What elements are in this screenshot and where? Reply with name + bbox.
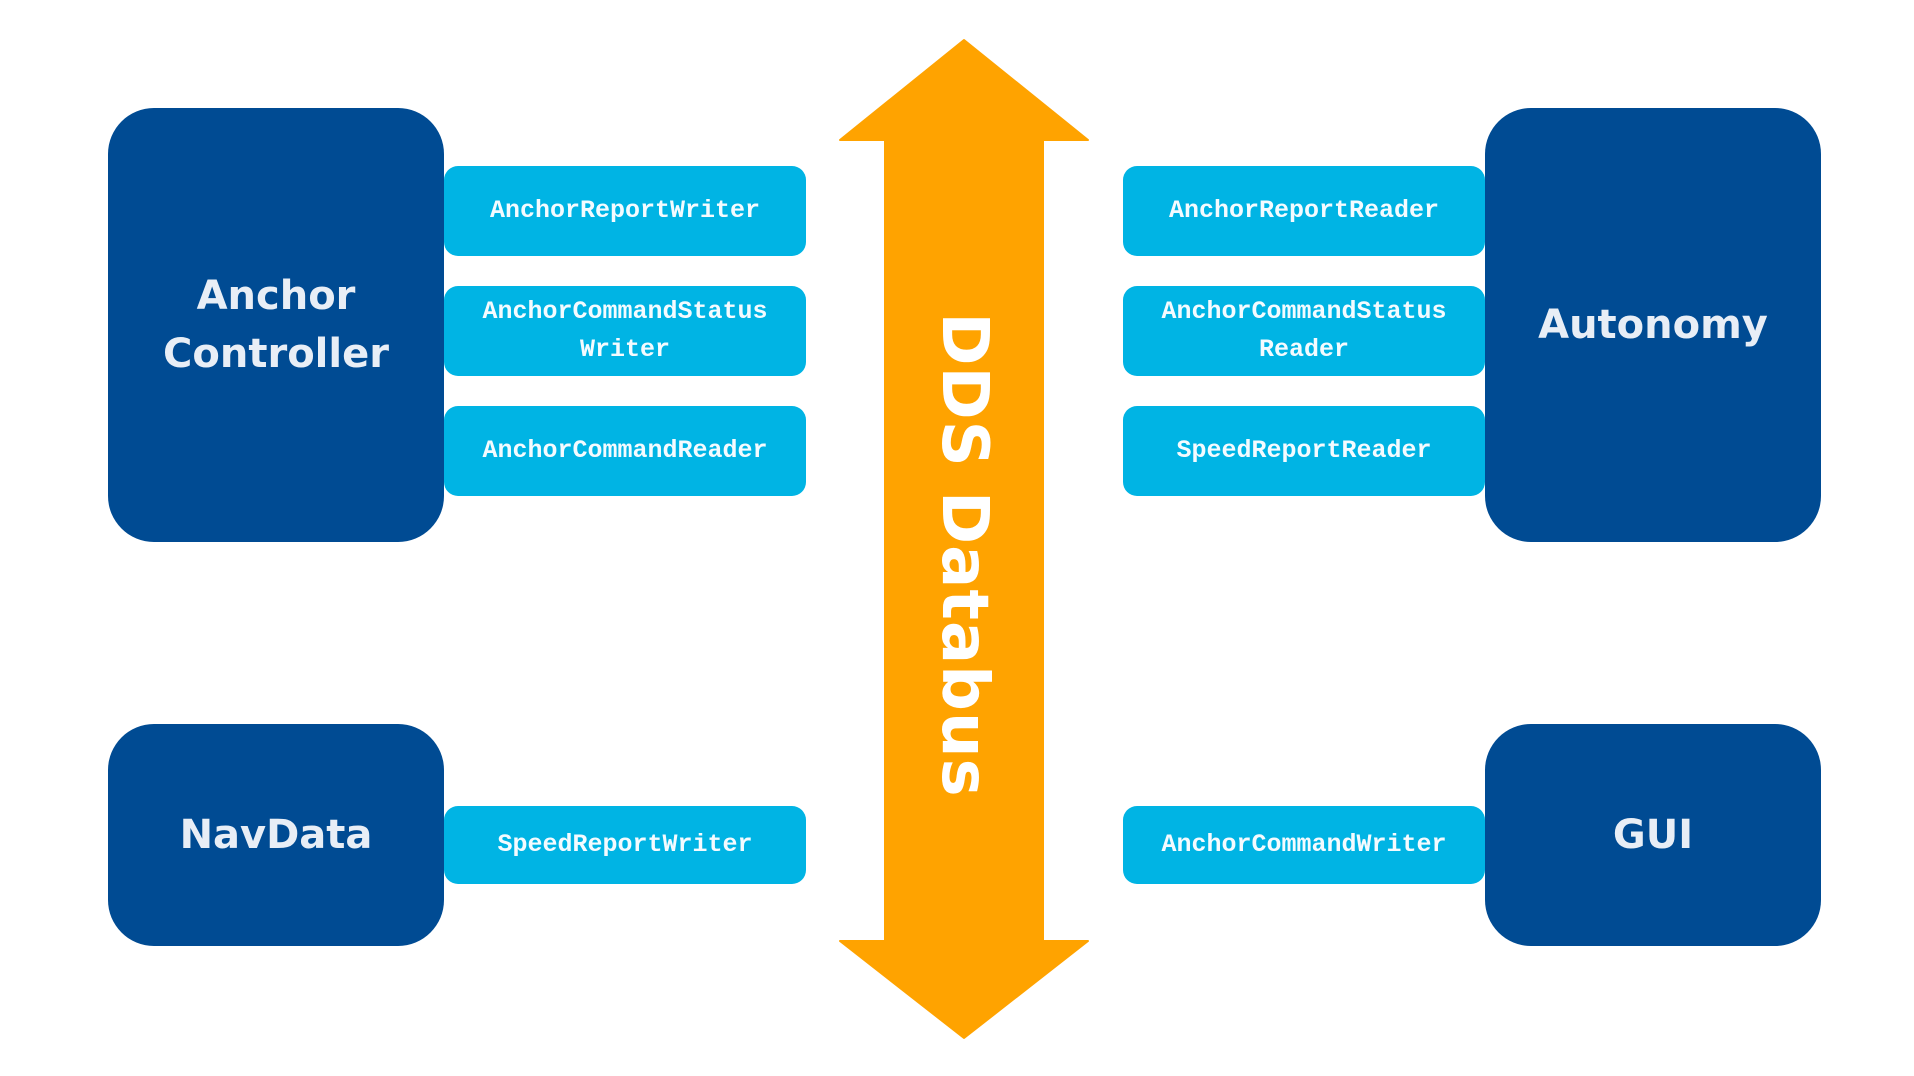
endpoint-anchor-command-writer: AnchorCommandWriter: [1123, 806, 1485, 884]
endpoint-speed-report-reader: SpeedReportReader: [1123, 406, 1485, 496]
module-anchor-controller-label-line1: Anchor: [196, 273, 356, 319]
dds-databus: DDS Databus: [838, 38, 1090, 1040]
endpoint-anchor-report-reader: AnchorReportReader: [1123, 166, 1485, 256]
module-navdata-label: NavData: [179, 812, 373, 858]
module-gui: GUI: [1485, 724, 1821, 946]
module-autonomy-label: Autonomy: [1538, 302, 1768, 348]
double-headed-arrow-icon: [839, 39, 1089, 1039]
module-gui-label: GUI: [1612, 812, 1694, 858]
module-anchor-controller-label: Anchor Controller: [163, 267, 389, 383]
module-anchor-controller: Anchor Controller: [108, 108, 444, 542]
endpoint-anchor-command-status-writer: AnchorCommandStatus Writer: [444, 286, 806, 376]
databus-label: DDS Databus: [927, 312, 1001, 798]
module-anchor-controller-label-line2: Controller: [163, 331, 389, 377]
module-autonomy: Autonomy: [1485, 108, 1821, 542]
endpoint-anchor-report-writer: AnchorReportWriter: [444, 166, 806, 256]
module-navdata: NavData: [108, 724, 444, 946]
endpoint-anchor-command-reader: AnchorCommandReader: [444, 406, 806, 496]
endpoint-speed-report-writer: SpeedReportWriter: [444, 806, 806, 884]
endpoint-anchor-command-status-reader: AnchorCommandStatus Reader: [1123, 286, 1485, 376]
databus-arrow-shape: [839, 39, 1089, 1039]
